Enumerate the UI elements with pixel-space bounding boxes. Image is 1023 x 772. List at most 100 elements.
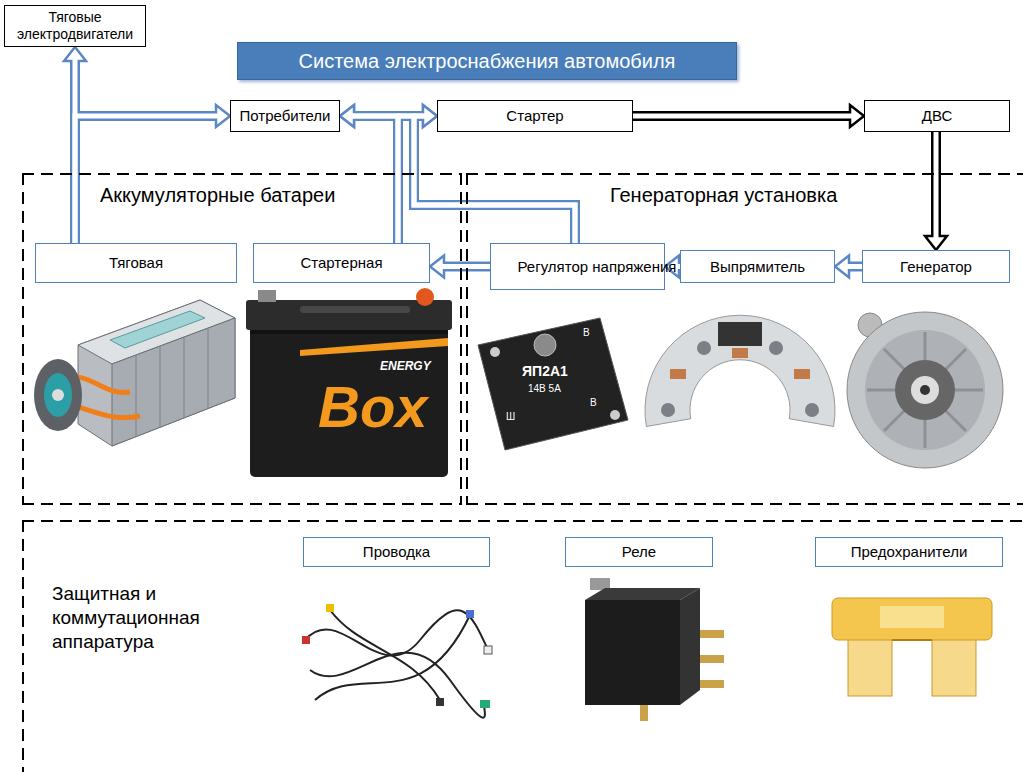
alternator-picture-part [865,330,985,450]
relay-picture-part [640,705,648,721]
process-box: Генератор [862,250,1010,283]
harness-connectors-part [302,636,310,644]
traction-battery-picture [34,300,235,446]
relay-picture-part [700,630,724,638]
traction-battery-picture-part [136,355,137,437]
dashed-outline [466,173,1023,505]
dashed-border [466,173,468,505]
rectifier-picture-part [661,403,675,417]
connector-fills [75,58,936,267]
traction-battery-picture-part [184,337,185,418]
arrow-head [665,256,679,278]
dashed-border [460,173,462,505]
voltage-regulator-picture-part [478,318,628,450]
process-box: Тяговые электродвигатели [4,5,146,47]
wiring-harness-picture-part [310,653,485,718]
fuse-picture-part [932,638,976,696]
rectifier-picture [645,315,835,426]
arrow-hollow [441,264,490,269]
box-label: Генератор [900,258,972,276]
rectifier-picture-part [670,369,686,379]
connector-arrow [354,116,575,243]
dashed-border [22,173,462,175]
process-box: Стартерная [253,243,430,283]
harness-connectors [302,604,492,708]
box-label: Проводка [363,543,430,561]
harness-connectors-part [480,700,490,708]
group-region: Аккумуляторные батареиТяговая Стартерная [22,173,462,505]
relay-picture-part [680,588,700,705]
connector-outlines [75,61,936,267]
wiring-harness-picture-part [315,615,470,700]
starter-battery-picture-part [300,338,448,356]
dashed-border [22,520,1023,522]
starter-battery-picture [246,288,452,477]
arrow-hollow [846,264,862,269]
harness-connectors-part [466,610,474,618]
rectifier-picture-part [732,348,748,358]
fuse-picture-part [848,638,892,696]
arrow-hollow [934,132,939,239]
dashed-border [466,173,1023,175]
arrow-hollow [351,116,575,243]
wiring-harness-picture [305,610,488,718]
fuse-picture-part [892,639,932,641]
process-box: Потребители [230,100,340,132]
fuse-picture [832,598,992,696]
box-label: Стартерная [300,254,382,272]
rectifier-picture-part [697,341,711,355]
connector-arrow [414,116,575,243]
process-box: Регулятор напряжения [490,243,665,290]
rectifier-picture-part [769,341,783,355]
process-box: Выпрямитель [680,250,835,283]
title-box: Система электроснабжения автомобиля [237,42,737,80]
alternator-picture-part [911,376,939,404]
process-box: ДВС [864,100,1010,132]
traction-battery-picture-part [208,328,209,409]
traction-battery-picture-part [44,373,72,417]
arrow-hollow [414,116,575,243]
box-label: Реле [622,543,656,561]
alternator-picture-part [884,349,966,431]
traction-battery-picture-part [52,389,64,401]
relay-picture-part [585,588,700,600]
process-box: Проводка [303,537,490,567]
arrow-hollow [633,114,853,119]
relay-picture-part [700,655,724,663]
box-label: Потребители [240,107,331,125]
voltage-regulator-picture-part [490,347,500,357]
starter-battery-picture-part [250,322,448,477]
dashed-border [22,173,24,505]
box-label: Предохранители [851,543,968,561]
relay-picture-part [585,600,680,705]
dashed-border [22,520,24,772]
rectifier-picture-part [645,315,835,426]
box-label: Тяговая [109,254,163,272]
connector-arrow [75,116,216,243]
dashed-outline [22,173,462,505]
traction-battery-picture-part [160,346,161,427]
rectifier-picture-part [805,403,819,417]
voltage-regulator-picture-part [610,410,620,420]
box-label: Выпрямитель [710,258,805,276]
box-label: Регулятор напряжения [518,258,638,276]
rectifier-picture-part [718,322,762,346]
wiring-harness-picture-part [330,610,440,700]
traction-battery-picture-part [34,359,82,431]
box-label: ДВС [922,107,953,125]
starter-battery-picture-part [250,330,448,334]
arrow-hollow [351,116,398,243]
connector-arrow [354,116,398,243]
relay-picture [585,578,724,721]
group-region: Генераторная установкаРегулятор напряжен… [466,173,1023,505]
traction-battery-picture-part [78,300,235,446]
group-region: Защитная и коммутационная аппаратураПров… [22,520,1023,772]
box-label: Тяговые электродвигатели [11,9,139,43]
group-title: Аккумуляторные батареи [100,183,335,207]
starter-battery-picture-part [300,306,410,313]
alternator-picture-part [920,385,930,395]
alternator-picture-part [895,360,955,420]
traction-battery-picture-part [110,311,205,348]
